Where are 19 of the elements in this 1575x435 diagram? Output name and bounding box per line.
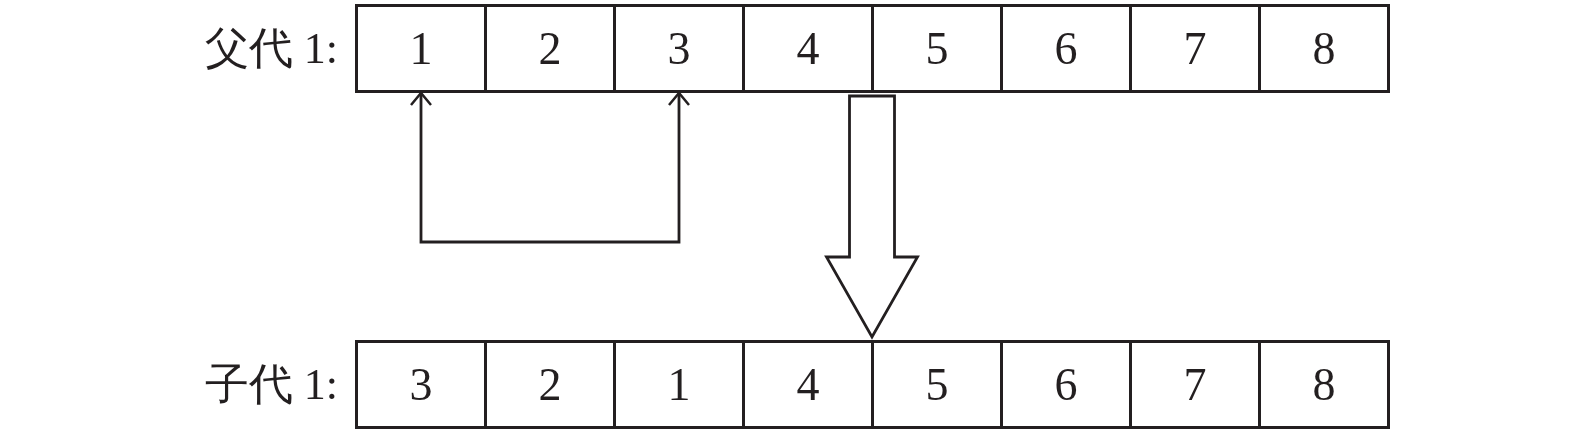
array-cell: 8 [1258, 4, 1390, 93]
array-cell: 3 [355, 340, 487, 429]
array-cell: 2 [484, 4, 616, 93]
array-cell: 6 [1000, 4, 1132, 93]
array-cell: 1 [613, 340, 745, 429]
array-cell: 8 [1258, 340, 1390, 429]
array-cell: 6 [1000, 340, 1132, 429]
array-cell: 3 [613, 4, 745, 93]
array-cell: 2 [484, 340, 616, 429]
array-cell: 4 [742, 4, 874, 93]
row-label: 子代 1: [204, 363, 338, 407]
array-cell: 5 [871, 340, 1003, 429]
array-cell: 7 [1129, 340, 1261, 429]
array-cell: 1 [355, 4, 487, 93]
array-cell: 4 [742, 340, 874, 429]
row-label: 父代 1: [204, 27, 338, 71]
array-cell: 5 [871, 4, 1003, 93]
elbow-arrow [409, 91, 691, 244]
array-cell: 7 [1129, 4, 1261, 93]
